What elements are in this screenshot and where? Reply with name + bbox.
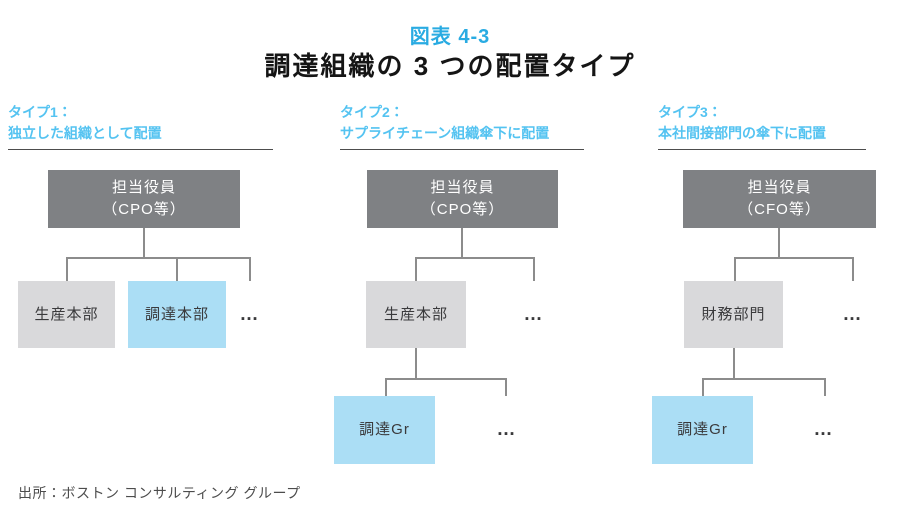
type3-finance-label: 財務部門: [701, 305, 766, 323]
type2-executive-box: 担当役員 （CPO等）: [367, 170, 558, 228]
type3-ellipsis-level2: …: [842, 303, 864, 325]
type3-subtitle: 本社間接部門の傘下に配置: [658, 125, 826, 141]
type2-connector-drop-4: [505, 378, 507, 396]
type2-connector-stem: [461, 228, 463, 257]
type2-production-box: 生産本部: [366, 281, 466, 348]
type3-ellipsis-level3: …: [813, 419, 835, 440]
type2-connector-drop-2: [533, 257, 535, 281]
type3-connector-drop-4: [824, 378, 826, 396]
type2-connector-drop-1: [415, 257, 417, 281]
type2-connector-stem2: [415, 348, 417, 378]
type1-connector-drop-2: [176, 257, 178, 281]
type1-connector-stem: [143, 228, 145, 257]
type1-label: タイプ1：: [8, 104, 72, 120]
type1-connector-drop-3: [249, 257, 251, 281]
type3-executive-line1: 担当役員: [747, 179, 812, 196]
type3-header: タイプ3： 本社間接部門の傘下に配置: [658, 102, 866, 150]
type1-production-box: 生産本部: [18, 281, 115, 348]
type3-connector-stem2: [733, 348, 735, 378]
type1-ellipsis: …: [239, 303, 261, 325]
type3-label: タイプ3：: [658, 104, 722, 120]
type3-connector-horizontal2: [702, 378, 826, 380]
type2-header: タイプ2： サプライチェーン組織傘下に配置: [340, 102, 584, 150]
type2-executive-line2: （CPO等）: [420, 201, 505, 218]
type2-procurement-group-box: 調達Gr: [334, 396, 435, 464]
type1-procurement-label: 調達本部: [144, 305, 209, 323]
type2-ellipsis-level3: …: [496, 419, 518, 440]
type2-ellipsis-level2: …: [523, 303, 545, 325]
type1-header: タイプ1： 独立した組織として配置: [8, 102, 273, 150]
source-note: 出所：ボストン コンサルティング グループ: [18, 485, 301, 501]
type1-procurement-box: 調達本部: [128, 281, 226, 348]
type1-connector-horizontal: [66, 257, 251, 259]
type3-procurement-group-box: 調達Gr: [652, 396, 753, 464]
type1-production-label: 生産本部: [34, 305, 99, 323]
type3-procurement-group-label: 調達Gr: [677, 421, 728, 438]
type2-connector-horizontal: [415, 257, 535, 259]
type2-subtitle: サプライチェーン組織傘下に配置: [340, 125, 550, 141]
type3-connector-drop-1: [734, 257, 736, 281]
type1-connector-drop-1: [66, 257, 68, 281]
type1-executive-line2: （CPO等）: [102, 201, 186, 218]
type3-finance-box: 財務部門: [684, 281, 783, 348]
type3-executive-line2: （CFO等）: [738, 201, 821, 218]
type1-subtitle: 独立した組織として配置: [8, 125, 162, 141]
type3-connector-drop-3: [702, 378, 704, 396]
figure-number: 図表 4-3: [409, 26, 491, 48]
type2-connector-horizontal2: [385, 378, 507, 380]
type1-executive-line1: 担当役員: [111, 179, 176, 196]
type2-procurement-group-label: 調達Gr: [359, 421, 410, 438]
type3-executive-box: 担当役員 （CFO等）: [683, 170, 876, 228]
figure-title: 調達組織の 3 つの配置タイプ: [264, 51, 636, 81]
type3-connector-horizontal: [734, 257, 854, 259]
type2-production-label: 生産本部: [383, 305, 448, 323]
type1-executive-box: 担当役員 （CPO等）: [48, 170, 240, 228]
type2-connector-drop-3: [385, 378, 387, 396]
type2-executive-line1: 担当役員: [430, 179, 495, 196]
type2-label: タイプ2：: [340, 104, 404, 120]
type3-connector-drop-2: [852, 257, 854, 281]
type3-connector-stem: [778, 228, 780, 257]
